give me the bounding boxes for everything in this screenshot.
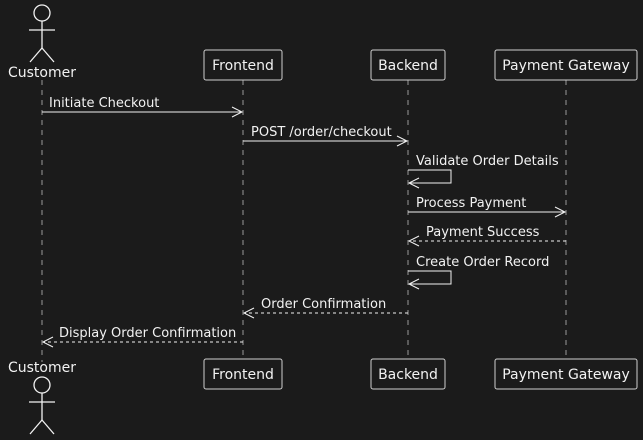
- message-label: Create Order Record: [416, 255, 549, 270]
- customer-actor-icon: [29, 376, 55, 435]
- message-label: Order Confirmation: [261, 297, 386, 312]
- participant-backend-top: Backend: [370, 49, 446, 81]
- message-label: Payment Success: [426, 225, 540, 240]
- message-label: Process Payment: [416, 196, 526, 211]
- participant-label-frontend: Frontend: [212, 58, 274, 74]
- arrowhead: [242, 307, 255, 319]
- arrowhead: [396, 135, 409, 147]
- customer-actor-icon: [29, 4, 55, 63]
- participant-gateway-top: Payment Gateway: [494, 49, 638, 81]
- arrowhead: [231, 106, 244, 118]
- arrowhead: [41, 336, 54, 348]
- message-payment-success: Payment Success: [407, 225, 566, 247]
- message-initiate-checkout: Initiate Checkout: [42, 96, 244, 118]
- participant-label-customer: Customer: [8, 360, 76, 376]
- participant-frontend-bottom: Frontend: [203, 358, 283, 390]
- actor-customer-bottom: Customer: [8, 360, 76, 435]
- participant-backend-bottom: Backend: [370, 358, 446, 390]
- participant-frontend-top: Frontend: [203, 49, 283, 81]
- message-display-order-confirmation: Display Order Confirmation: [41, 326, 243, 348]
- arrowhead: [554, 206, 567, 218]
- message-label: Initiate Checkout: [49, 96, 159, 111]
- arrowhead: [407, 235, 420, 247]
- message-validate-order: Validate Order Details: [407, 154, 559, 189]
- message-post-checkout: POST /order/checkout: [243, 125, 409, 147]
- participant-label-gateway: Payment Gateway: [502, 367, 630, 383]
- participant-label-backend: Backend: [378, 367, 438, 383]
- message-label: Display Order Confirmation: [59, 326, 236, 341]
- participant-label-customer: Customer: [8, 65, 76, 81]
- participant-label-frontend: Frontend: [212, 367, 274, 383]
- message-process-payment: Process Payment: [408, 196, 567, 218]
- message-create-order-record: Create Order Record: [407, 255, 549, 290]
- message-order-confirmation: Order Confirmation: [242, 297, 408, 319]
- arrowhead: [407, 278, 420, 290]
- actor-customer-top: Customer: [8, 4, 76, 81]
- message-label: POST /order/checkout: [251, 125, 392, 140]
- arrowhead: [407, 177, 420, 189]
- participant-gateway-bottom: Payment Gateway: [494, 358, 638, 390]
- participant-label-backend: Backend: [378, 58, 438, 74]
- message-label: Validate Order Details: [416, 154, 559, 169]
- participant-label-gateway: Payment Gateway: [502, 58, 630, 74]
